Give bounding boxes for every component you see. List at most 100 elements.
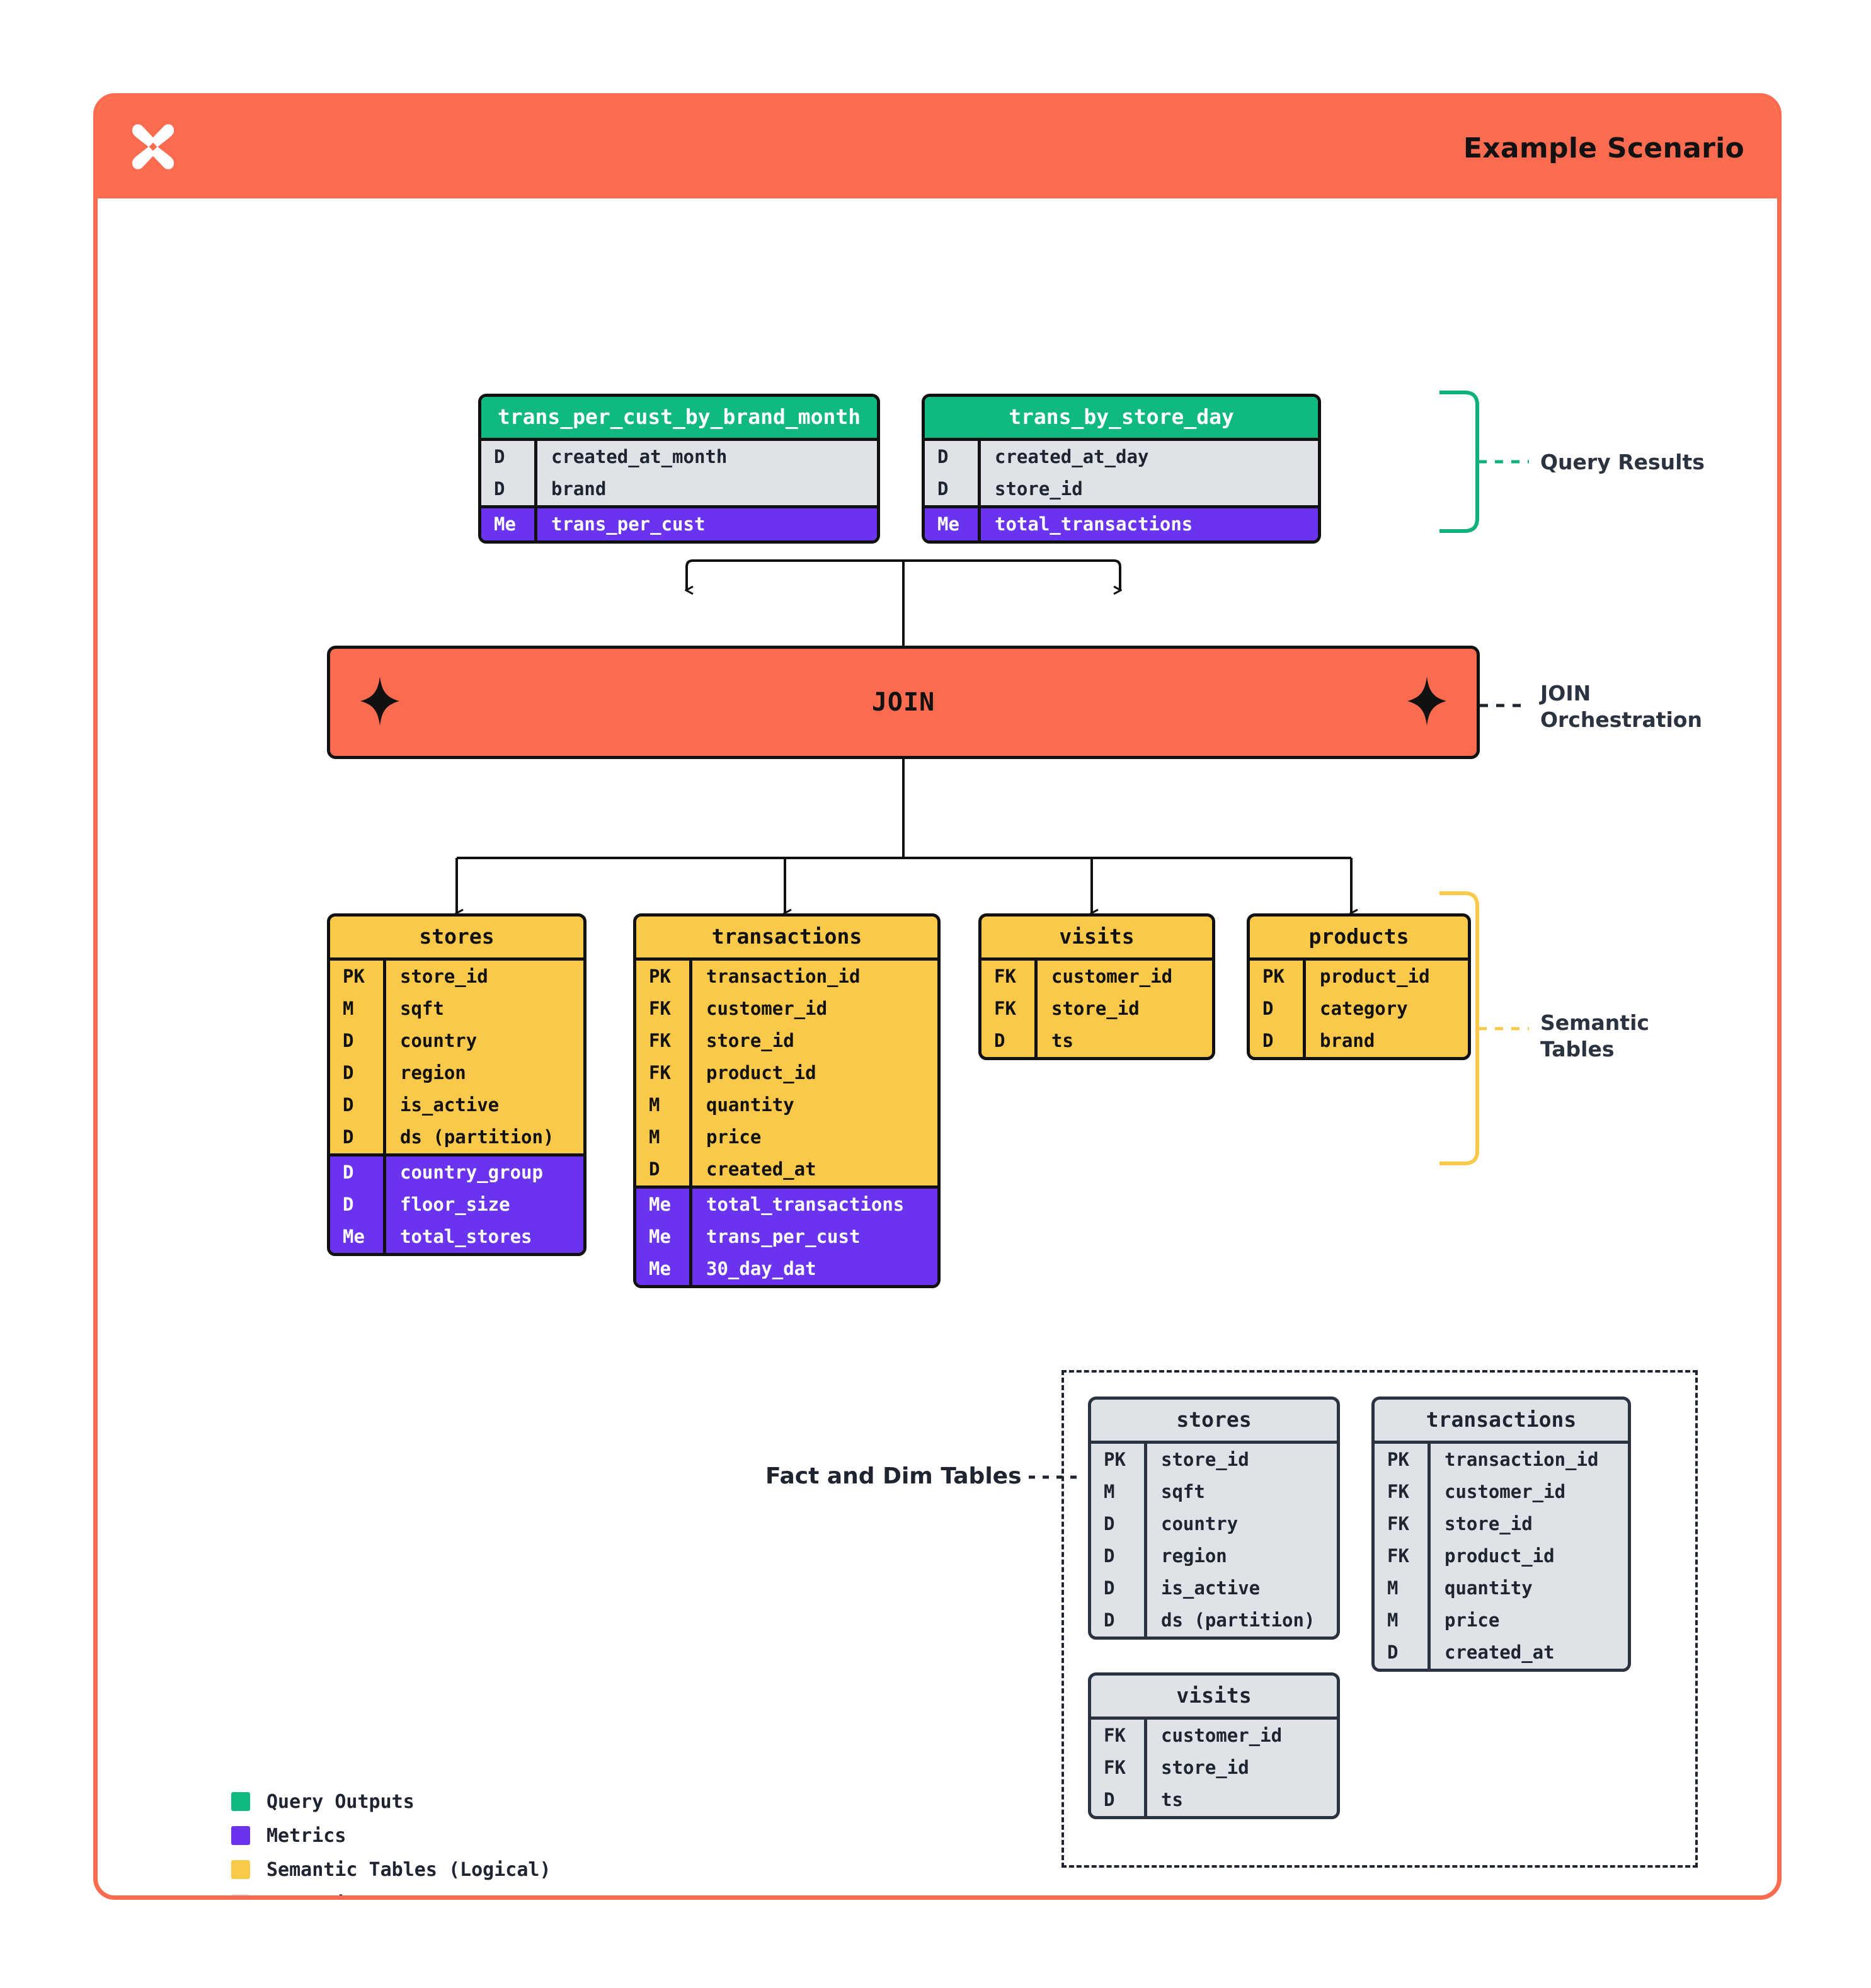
query-result-card-trans-per-cust-by-brand-month[interactable]: trans_per_cust_by_brand_month D created_… <box>478 394 880 544</box>
legend-item: Query Outputs <box>231 1785 551 1819</box>
row-key: M <box>1387 1577 1399 1599</box>
row-key: M <box>649 1126 660 1148</box>
row-field: ts <box>1144 1784 1337 1816</box>
row-field: transaction_id <box>689 961 937 993</box>
card-title: transactions <box>711 924 862 949</box>
row-key: FK <box>1104 1757 1126 1778</box>
row-field: price <box>1428 1604 1628 1637</box>
legend-swatch-query-outputs <box>231 1792 250 1811</box>
row-field: created_at <box>689 1153 937 1185</box>
row-field: price <box>689 1121 937 1153</box>
row-field: ds (partition) <box>1144 1604 1337 1637</box>
legend-item: Normalized Tables <box>231 1887 551 1895</box>
annotation-join-orchestration: JOIN Orchestration <box>1540 681 1702 732</box>
metric-rows: Me trans_per_cust <box>481 505 877 540</box>
row-field: sqft <box>383 993 583 1025</box>
row-key: Me <box>937 513 959 535</box>
row-field: country <box>1144 1508 1337 1540</box>
query-result-card-trans-by-store-day[interactable]: trans_by_store_day D created_at_day D st… <box>922 394 1321 544</box>
row-field: store_id <box>1428 1508 1628 1540</box>
row-field: ds (partition) <box>383 1121 583 1153</box>
row-key: M <box>343 998 354 1019</box>
row-field: category <box>1303 993 1468 1025</box>
row-key: D <box>1104 1789 1115 1810</box>
row-field: sqft <box>1144 1476 1337 1508</box>
row-field: is_active <box>1144 1572 1337 1604</box>
row-field: is_active <box>383 1089 583 1121</box>
row-key: Me <box>649 1258 671 1279</box>
row-field: product_id <box>689 1057 937 1089</box>
row-key: PK <box>1262 966 1285 987</box>
row-key: D <box>1104 1609 1115 1631</box>
row-key: FK <box>649 998 671 1019</box>
row-field: quantity <box>1428 1572 1628 1604</box>
card-title: transactions <box>1426 1407 1577 1432</box>
legend-label: Query Outputs <box>266 1790 415 1813</box>
row-field: product_id <box>1303 961 1468 993</box>
row-field: created_at_day <box>978 441 1318 473</box>
row-field: floor_size <box>383 1189 583 1221</box>
annotation-semantic-tables: Semantic Tables <box>1540 1010 1649 1061</box>
join-orchestration-bar[interactable]: JOIN <box>327 646 1480 759</box>
header-bar: Example Scenario <box>98 98 1777 198</box>
card-title: products <box>1308 924 1409 949</box>
semantic-card-transactions[interactable]: transactions PK transaction_id FK customer… <box>633 913 941 1288</box>
table-row: FK customer_id <box>636 993 937 1025</box>
sparkle-icon <box>360 677 399 728</box>
row-key: Me <box>494 513 516 535</box>
row-key: D <box>343 1194 354 1215</box>
row-key: D <box>343 1162 354 1183</box>
row-key: FK <box>649 1062 671 1083</box>
row-field: customer_id <box>1034 961 1212 993</box>
row-field: customer_id <box>689 993 937 1025</box>
row-field: customer_id <box>1144 1720 1337 1752</box>
row-field: store_id <box>1144 1752 1337 1784</box>
row-field: customer_id <box>1428 1476 1628 1508</box>
row-key: PK <box>1387 1449 1409 1470</box>
row-key: PK <box>649 966 671 987</box>
row-key: Me <box>649 1194 671 1215</box>
row-field: created_at <box>1428 1637 1628 1669</box>
table-row: D created_at_month <box>481 441 877 473</box>
card-title: trans_by_store_day <box>925 397 1318 438</box>
row-key: D <box>343 1094 354 1116</box>
row-key: FK <box>1387 1481 1409 1502</box>
legend-item: Semantic Tables (Logical) <box>231 1853 551 1887</box>
table-row: FK store_id <box>1375 1508 1628 1540</box>
row-field: ts <box>1034 1025 1212 1057</box>
row-key: M <box>649 1094 660 1116</box>
row-key: FK <box>1387 1513 1409 1534</box>
row-key: D <box>1104 1577 1115 1599</box>
table-row: Me total_transactions <box>925 508 1318 540</box>
